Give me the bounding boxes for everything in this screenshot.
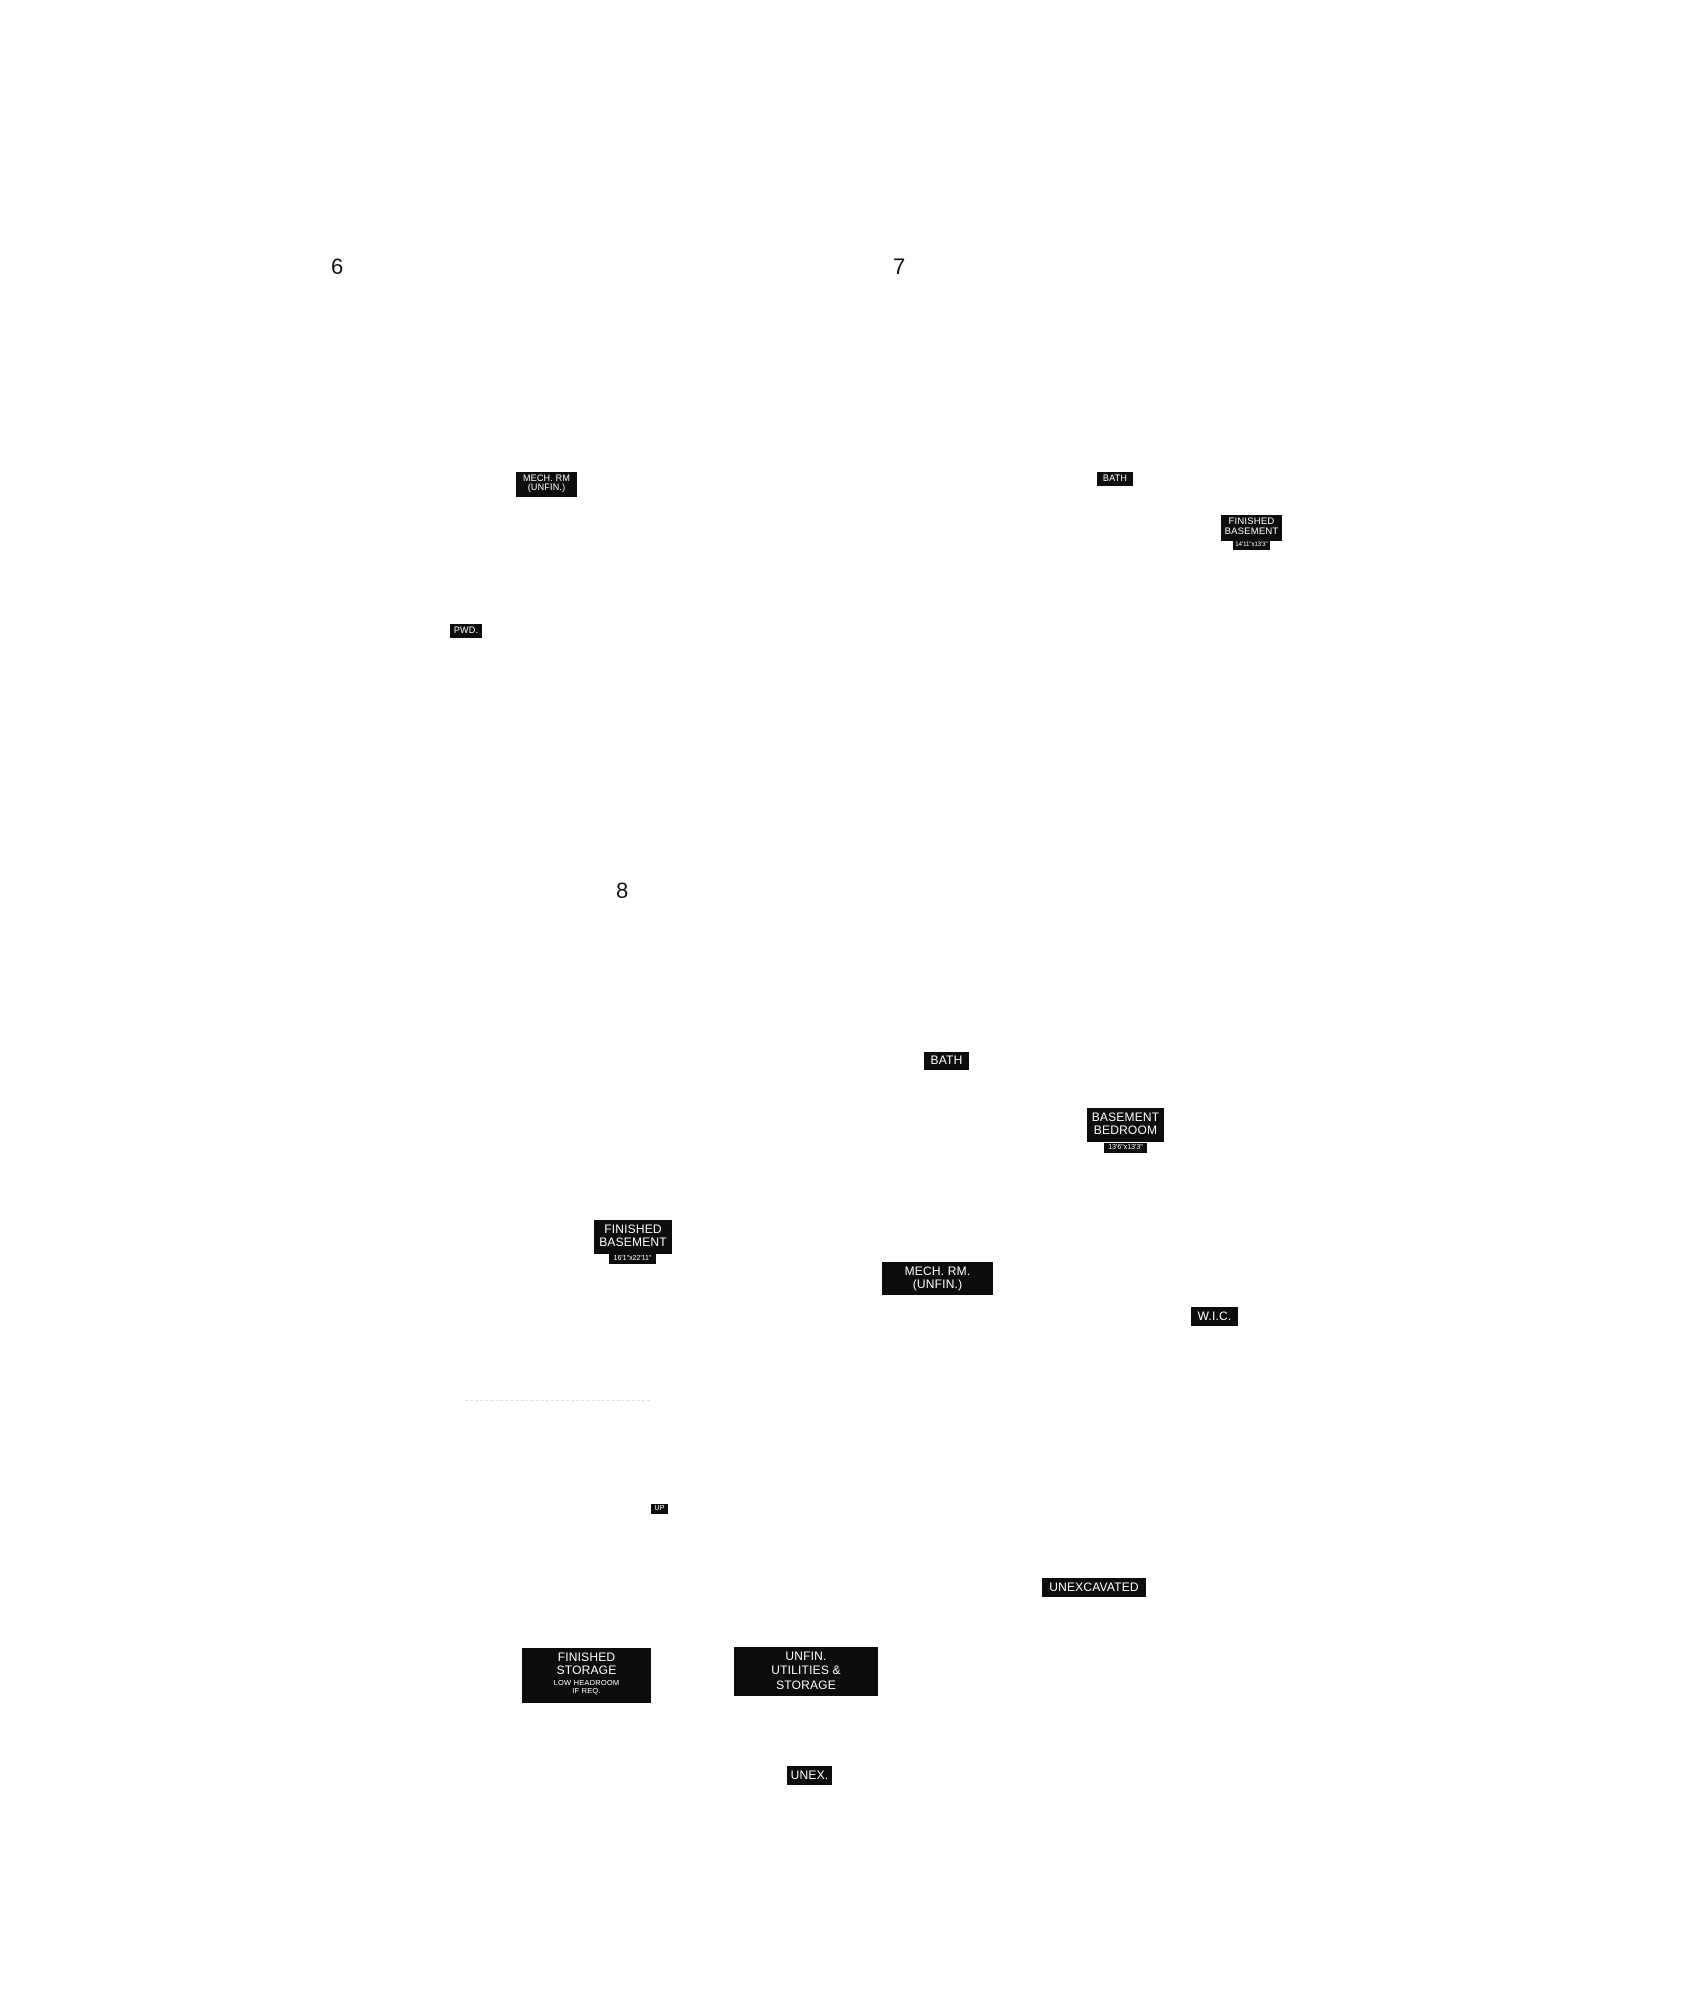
- plan-8-finished-basement-text: FINISHED BASEMENT: [599, 1222, 667, 1249]
- plan-8-number: 8: [616, 878, 629, 903]
- plan-7-finished-basement-label: FINISHED BASEMENT: [1221, 515, 1282, 541]
- plan-8-finished-storage-label: FINISHED STORAGE LOW HEADROOM IF REQ.: [522, 1648, 651, 1703]
- plan-6-mech-room-text: MECH. RM (UNFIN.): [522, 473, 571, 493]
- plan-7-number: 7: [893, 254, 906, 279]
- plan-8-finished-basement-label: FINISHED BASEMENT: [594, 1220, 672, 1254]
- plan-8-finished-storage-text: FINISHED STORAGE: [556, 1650, 617, 1677]
- plan-7-finished-basement-dimension: 14'11"x13'3": [1233, 541, 1270, 550]
- plan-8-wic-label: W.I.C.: [1191, 1307, 1238, 1326]
- plan-8-mech-room-label: MECH. RM. (UNFIN.): [882, 1262, 993, 1295]
- plan-7-bath-label: BATH: [1097, 472, 1133, 486]
- plan-8-unfin-utilities-text: UNFIN. UTILITIES & STORAGE: [771, 1649, 841, 1692]
- plan-6-mech-room-label: MECH. RM (UNFIN.): [516, 472, 577, 497]
- plan-8-unexcavated-text: UNEXCAVATED: [1049, 1580, 1139, 1594]
- plan-8-dashed-line: [465, 1400, 650, 1401]
- plan-8-finished-basement-dimension: 16'1"x22'11": [609, 1254, 656, 1264]
- plan-7-bath-text: BATH: [1102, 473, 1128, 483]
- plan-8-bath-label: BATH: [924, 1052, 969, 1070]
- plan-8-basement-bedroom-dimension: 13'6"x13'3": [1104, 1143, 1147, 1153]
- plan-8-mech-room-text: MECH. RM. (UNFIN.): [904, 1264, 971, 1291]
- plan-8-basement-bedroom-text: BASEMENT BEDROOM: [1091, 1110, 1160, 1137]
- plan-8-up-text: UP: [654, 1505, 665, 1512]
- plan-8-unex-text: UNEX.: [790, 1768, 829, 1782]
- plan-8-unfin-utilities-label: UNFIN. UTILITIES & STORAGE: [734, 1647, 878, 1696]
- plan-8-up-label: UP: [651, 1504, 668, 1514]
- plan-8-basement-bedroom-label: BASEMENT BEDROOM: [1087, 1108, 1164, 1142]
- plan-7-finished-basement-text: FINISHED BASEMENT: [1224, 516, 1279, 537]
- plan-6-number: 6: [331, 254, 344, 279]
- plan-6-pwd-label: PWD.: [450, 624, 482, 638]
- plan-6-pwd-text: PWD.: [453, 625, 479, 635]
- plan-8-wic-text: W.I.C.: [1197, 1309, 1232, 1323]
- plan-8-unexcavated-label: UNEXCAVATED: [1042, 1578, 1146, 1597]
- plan-8-unex-label: UNEX.: [787, 1766, 832, 1785]
- plan-8-finished-storage-note: LOW HEADROOM IF REQ.: [553, 1678, 620, 1696]
- plan-8-bath-text: BATH: [930, 1053, 963, 1067]
